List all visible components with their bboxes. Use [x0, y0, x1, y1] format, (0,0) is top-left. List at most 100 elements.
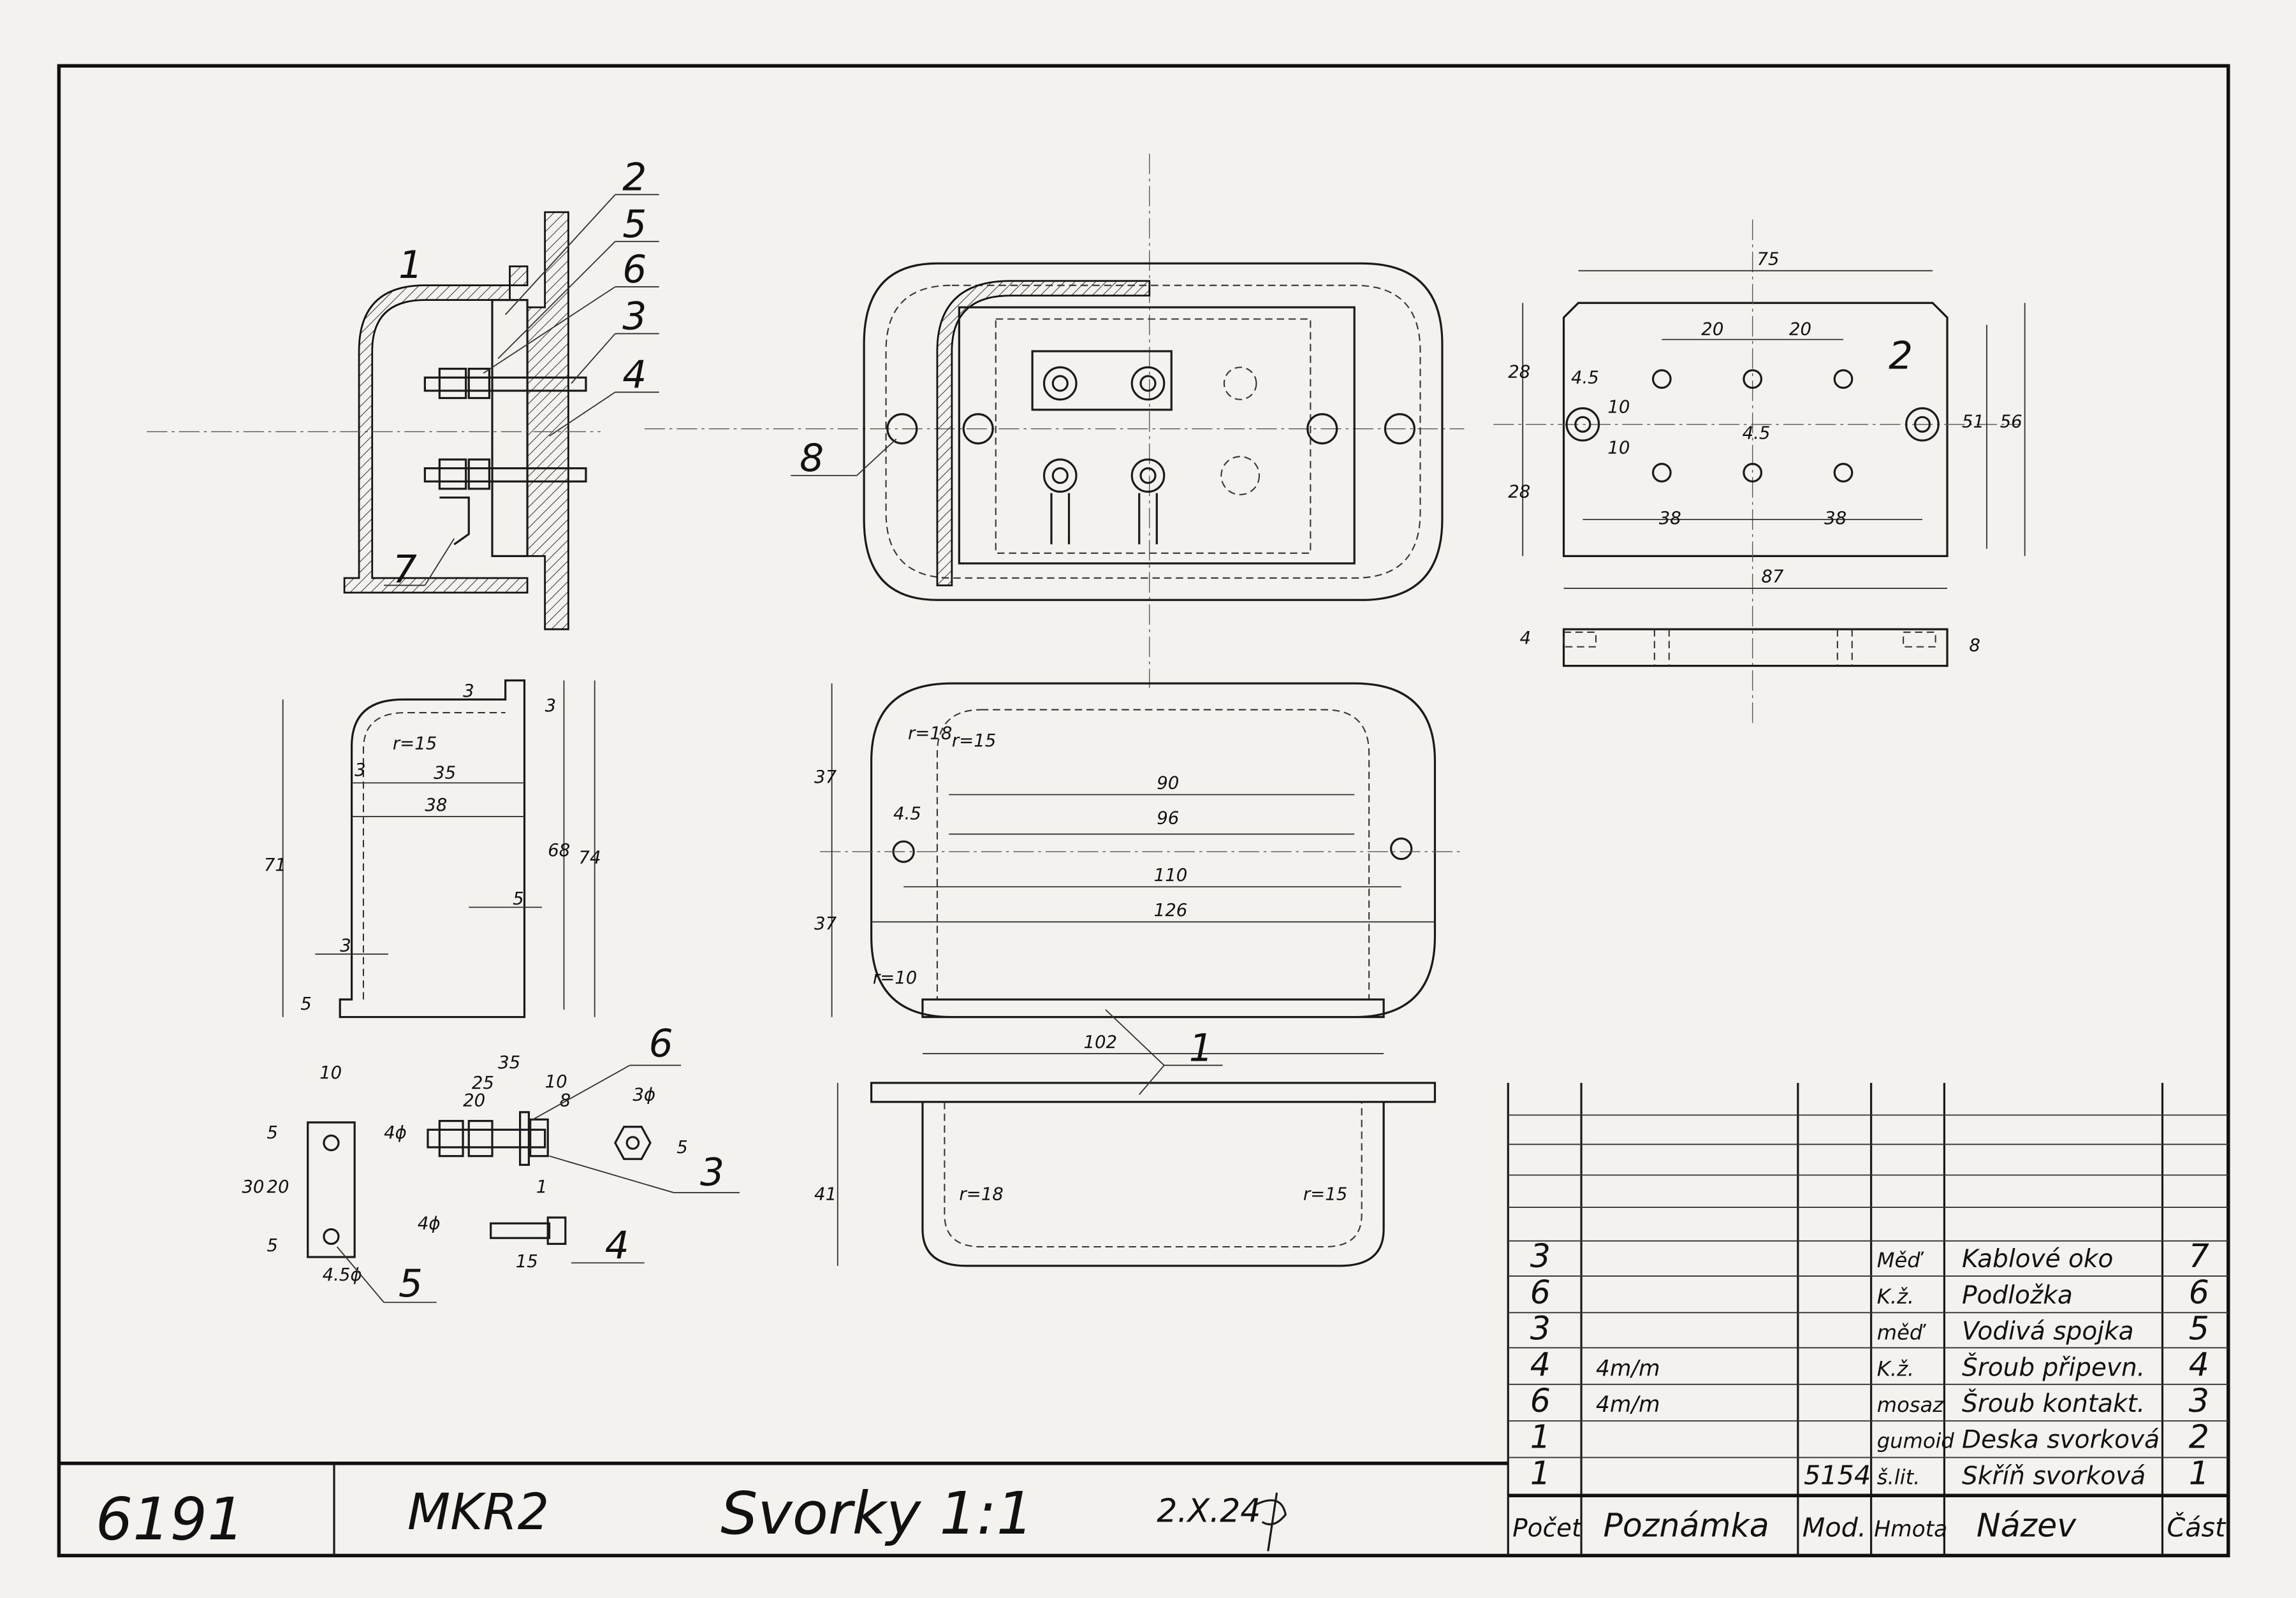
signature: [1255, 1492, 1287, 1551]
cell-material: K.ž.: [1877, 1284, 1914, 1309]
cell-count: 4: [1530, 1346, 1551, 1383]
dim-5c: 5: [676, 1137, 688, 1158]
dim-4-5b: 4.5: [1743, 423, 1771, 444]
dim-25: 25: [472, 1073, 494, 1093]
small-parts-view: 10 5 30 20 5 4.5ϕ 35 25 20 10 8 3ϕ 4ϕ 1 …: [242, 1022, 740, 1306]
dim-87: 87: [1761, 567, 1784, 587]
dim-4-5: 4.5: [893, 804, 921, 824]
dim-38a: 38: [1659, 508, 1681, 528]
cell-part: 4: [2189, 1346, 2209, 1383]
cell-name: Vodivá spojka: [1962, 1318, 2134, 1346]
cell-material: š.lit.: [1877, 1465, 1920, 1489]
parts-list-row: 6 4m/m mosaz Šroub kontakt. 3: [1530, 1382, 2209, 1420]
dim-96: 96: [1157, 808, 1179, 829]
cell-material: mosaz: [1877, 1393, 1944, 1417]
cell-count: 1: [1530, 1418, 1551, 1456]
top-view: 8: [644, 154, 1465, 688]
dim-r15: r=15: [393, 733, 437, 753]
parts-list-row: 6 K.ž. Podložka 6: [1530, 1274, 2209, 1311]
callout-8: 8: [800, 437, 824, 481]
dim-38: 38: [425, 795, 447, 815]
cell-material: měď: [1877, 1321, 1927, 1345]
dim-5a: 5: [513, 889, 524, 909]
dim-8: 8: [1969, 636, 1980, 656]
dim-75: 75: [1757, 249, 1780, 270]
dim-37b: 37: [814, 913, 837, 934]
callout-7: 7: [393, 548, 417, 592]
cell-count: 6: [1530, 1382, 1551, 1420]
cell-part: 6: [2189, 1274, 2209, 1311]
parts-list-row: 3 Měď Kablové oko 7: [1530, 1237, 2209, 1275]
cell-note: 4m/m: [1596, 1356, 1660, 1381]
dim-41: 41: [814, 1184, 837, 1205]
callout-3: 3: [622, 295, 647, 339]
callout-6b: 6: [649, 1022, 673, 1066]
cell-name: Kablové oko: [1962, 1245, 2113, 1274]
dim-28b: 28: [1508, 482, 1530, 502]
dim-102: 102: [1083, 1032, 1117, 1052]
dim-5a: 5: [267, 1122, 278, 1143]
terminal-board-view: 75 20 20 28 28 4.5 10 10 4.5 38 38 51 56…: [1493, 219, 2026, 725]
dim-90: 90: [1157, 773, 1179, 793]
dim-r18b: r=18: [959, 1184, 1003, 1205]
callout-5: 5: [622, 203, 647, 247]
dim-20a: 20: [1701, 319, 1723, 340]
callout-6: 6: [622, 248, 647, 292]
callout-1-box: 1: [399, 243, 423, 287]
cell-material: Měď: [1877, 1248, 1924, 1272]
header-name: Název: [1977, 1507, 2077, 1544]
dim-10a: 10: [1607, 396, 1630, 417]
dim-15: 15: [516, 1251, 538, 1272]
header-model: Mod.: [1802, 1513, 1866, 1543]
side-view: 3 3 r=15 3 35 38 71 68 74 5 3 5: [264, 679, 601, 1019]
dim-10b: 10: [545, 1071, 567, 1092]
cell-count: 6: [1530, 1274, 1551, 1311]
type-code: MKR2: [407, 1484, 549, 1541]
dim-20: 20: [267, 1177, 289, 1197]
header-note: Poznámka: [1603, 1507, 1769, 1544]
dim-r18a: r=18: [908, 723, 952, 743]
dim-126: 126: [1154, 900, 1188, 920]
dim-r15a: r=15: [952, 730, 996, 751]
dim-71: 71: [264, 855, 286, 875]
callout-4: 4: [622, 353, 647, 397]
cell-part: 7: [2189, 1237, 2209, 1275]
dim-3d: 3: [340, 935, 351, 955]
header-material: Hmota: [1874, 1517, 1947, 1543]
section-callouts: 2 5 6 3 4 1 7: [384, 156, 659, 592]
drawing-border: [57, 64, 2230, 1558]
cell-part: 1: [2189, 1454, 2209, 1492]
callout-1-front: 1: [1189, 1026, 1213, 1070]
dim-20b: 20: [1789, 319, 1811, 340]
cell-name: Šroub kontakt.: [1962, 1388, 2145, 1418]
dim-68: 68: [548, 840, 570, 861]
dim-1: 1: [536, 1177, 548, 1197]
dim-38b: 38: [1824, 508, 1846, 528]
dim-10b: 10: [1607, 438, 1630, 458]
cell-count: 3: [1530, 1237, 1551, 1275]
dim-56: 56: [2000, 411, 2022, 432]
dim-3c: 3: [355, 760, 366, 780]
dim-74: 74: [578, 848, 601, 868]
dim-4phi-b: 4ϕ: [418, 1213, 441, 1233]
callout-5b: 5: [399, 1262, 423, 1306]
callout-2: 2: [1889, 335, 1913, 379]
title-block: 6191 MKR2 Svorky 1:1 2.X.24: [59, 1462, 1509, 1556]
dim-30: 30: [242, 1177, 264, 1197]
cell-count: 1: [1530, 1454, 1551, 1492]
drawing-title: Svorky 1:1: [720, 1479, 1034, 1548]
dim-4-5phi: 4.5ϕ: [323, 1265, 362, 1285]
parts-list-header: Počet Poznámka Mod. Hmota Název Část: [1512, 1507, 2227, 1544]
cell-name: Podložka: [1962, 1281, 2073, 1310]
cell-part: 3: [2189, 1382, 2209, 1420]
cell-name: Skříň svorková: [1962, 1462, 2146, 1490]
dim-35: 35: [498, 1052, 520, 1073]
header-part: Část: [2167, 1513, 2227, 1543]
cell-note: 4m/m: [1596, 1392, 1660, 1418]
front-view: r=18 r=15 37 37 4.5 90 96 110 126 r=10 1…: [814, 682, 1465, 1267]
